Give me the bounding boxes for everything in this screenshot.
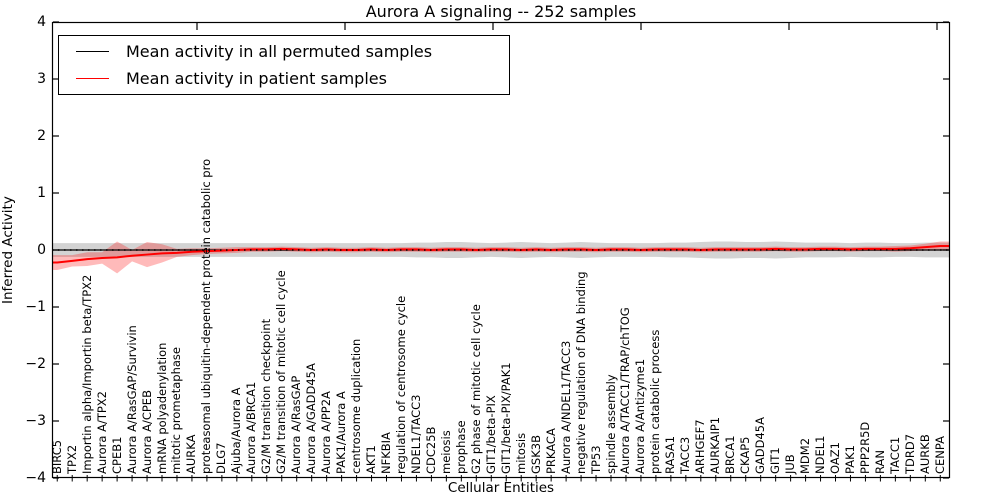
x-category-label: AURKAIP1: [708, 416, 723, 474]
x-category-label: OAZ1: [828, 442, 842, 474]
y-tick-label: −1: [25, 299, 46, 315]
x-category-label: GIT1/beta-PIX/PAK1: [498, 362, 513, 474]
x-category-label: Importin alpha/Importin beta/TPX2: [79, 274, 94, 474]
legend-item-permuted: Mean activity in all permuted samples: [59, 39, 509, 65]
x-category-label: AURKA: [184, 434, 199, 474]
legend-label-permuted: Mean activity in all permuted samples: [126, 42, 433, 61]
x-category-label: BIRC5: [49, 439, 64, 474]
x-category-label: Ajuba/Aurora A: [229, 387, 244, 474]
x-category-label: centrosome duplication: [349, 338, 364, 474]
x-category-label: Aurora A/NDEL1/TACC3: [558, 340, 573, 474]
x-category-label: CDC25B: [423, 426, 438, 474]
x-category-label: AURKB: [917, 434, 932, 474]
x-category-label: GSK3B: [528, 435, 543, 474]
x-category-label: NFKBIA: [379, 432, 393, 474]
x-category-label: Aurora A/BRCA1: [244, 381, 259, 474]
x-category-label: proteasomal ubiquitin-dependent protein …: [199, 158, 214, 474]
x-category-label: TACC3: [678, 436, 693, 474]
x-category-label: G2 phase of mitotic cell cycle: [468, 304, 483, 474]
x-category-label: RAN: [872, 450, 887, 474]
x-category-label: NDEL1/TACC3: [408, 394, 423, 475]
x-category-label: TDRD7: [902, 433, 917, 474]
legend-item-patient: Mean activity in patient samples: [59, 66, 509, 92]
legend: Mean activity in all permuted samples Me…: [58, 35, 510, 95]
x-category-label: Aurora A/PP2A: [319, 391, 334, 474]
x-category-label: PAK1/Aurora A: [334, 391, 349, 474]
x-category-label: meiosis: [438, 430, 453, 474]
x-category-label: G2/M transition of mitotic cell cycle: [274, 270, 289, 474]
axes-frame: [51, 21, 951, 479]
x-axis-label: Cellular Entities: [447, 480, 555, 496]
x-category-label: Aurora A/TPX2: [94, 391, 109, 474]
x-category-label: spindle assembly: [603, 374, 618, 474]
x-category-label: negative regulation of DNA binding: [573, 271, 588, 474]
x-category-label: Aurora A/CPEB: [139, 390, 154, 474]
x-category-label: DLG7: [214, 442, 229, 475]
legend-line-red-icon: [76, 78, 109, 79]
x-category-label: TP53: [588, 445, 603, 474]
x-category-label: JUB: [783, 454, 798, 474]
x-category-label: TACC1: [887, 436, 902, 474]
x-category-label: G2/M transition checkpoint: [259, 318, 274, 474]
y-tick-label: −2: [25, 356, 46, 372]
legend-line-black-icon: [76, 51, 109, 52]
x-category-label: Aurora A/Antizyme1: [633, 358, 648, 474]
y-tick-label: −4: [25, 470, 46, 486]
x-category-label: TPX2: [64, 444, 79, 474]
x-category-label: Aurora A/RasGAP/Survivin: [124, 325, 139, 474]
x-category-label: RASA1: [663, 435, 678, 474]
y-tick-label: 3: [37, 71, 46, 87]
legend-label-patient: Mean activity in patient samples: [126, 69, 387, 88]
y-tick-label: 2: [37, 128, 46, 144]
x-category-label: GADD45A: [753, 417, 768, 474]
x-category-label: prophase: [453, 420, 468, 474]
x-category-label: NDEL1: [813, 435, 828, 474]
x-category-label: mRNA polyadenylation: [154, 342, 169, 474]
x-category-label: CPEB1: [109, 436, 124, 474]
x-category-label: protein catabolic process: [648, 329, 663, 474]
x-category-label: ARHGEF7: [693, 419, 708, 474]
x-category-label: GIT1/beta-PIX: [483, 395, 498, 474]
x-category-label: PRKACA: [543, 428, 558, 474]
x-category-label: AKT1: [364, 445, 379, 474]
x-category-label: CKAP5: [738, 436, 753, 475]
x-category-label: PAK1: [842, 445, 857, 474]
x-category-label: Aurora A/RasGAP: [289, 375, 304, 474]
x-category-label: regulation of centrosome cycle: [393, 295, 408, 474]
x-category-label: PPP2R5D: [857, 421, 872, 474]
x-category-label: GIT1: [768, 447, 783, 474]
x-category-label: MDM2: [798, 437, 813, 474]
x-category-label: Aurora A/TACC1/TRAP/chTOG: [618, 307, 633, 474]
y-tick-label: 1: [37, 185, 46, 201]
x-category-label: mitosis: [513, 432, 528, 474]
chart-title: Aurora A signaling -- 252 samples: [365, 2, 637, 21]
y-tick-label: 0: [37, 242, 46, 258]
x-category-label: CENPA: [932, 436, 947, 474]
x-category-label: mitotic prometaphase: [169, 347, 184, 474]
y-tick-label: −3: [25, 413, 46, 429]
y-tick-label: 4: [37, 14, 46, 30]
x-category-label: Aurora A/GADD45A: [304, 363, 319, 474]
x-category-label: BRCA1: [723, 435, 738, 474]
